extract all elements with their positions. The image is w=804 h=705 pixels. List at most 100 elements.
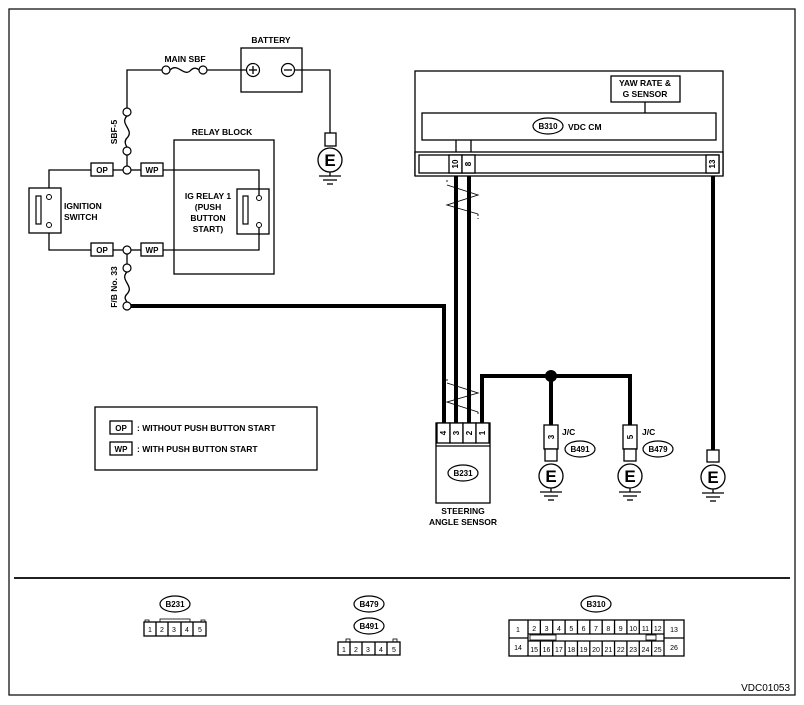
b491-face-pin: 2	[354, 647, 358, 654]
b231-face-label: B231	[165, 600, 185, 609]
vdc-cm-connector-label: B310	[538, 122, 558, 131]
b310-face-pin: 23	[629, 647, 637, 654]
wp-tag-bottom: WP	[140, 242, 164, 257]
b310-face-pin: 13	[670, 627, 678, 634]
jc-b479: 5 J/C B479 E	[617, 424, 674, 501]
b310-face-pin: 6	[582, 626, 586, 633]
b310-face-pin: 18	[567, 647, 575, 654]
main-sbf-fuse: MAIN SBF	[161, 54, 208, 75]
steering-pin-3: 3	[452, 430, 461, 435]
b310-face-pin: 25	[654, 647, 662, 654]
fb33-label: F/B No. 33	[109, 266, 119, 308]
ig-relay-label-3: BUTTON	[190, 213, 225, 223]
b310-face-pin: 12	[654, 626, 662, 633]
ig-relay-label-2: (PUSH	[195, 202, 221, 212]
wp-label: WP	[146, 246, 160, 255]
diagram-id: VDC01053	[741, 683, 790, 694]
b310-face-pin: 3	[545, 626, 549, 633]
b479-face-label: B479	[359, 600, 379, 609]
b310-face-pin: 17	[555, 647, 563, 654]
steering-pin-1: 1	[478, 430, 487, 435]
b310-face-pin: 11	[642, 626, 649, 633]
b479-pin: 5	[626, 434, 635, 439]
steering-angle-sensor: 4 3 2 1 B231 STEERING ANGLE SENSOR	[429, 422, 497, 527]
wp-label: WP	[146, 166, 160, 175]
jc-b479-label: J/C	[642, 427, 655, 437]
steering-pin-2: 2	[465, 430, 474, 435]
b231-face-pin: 4	[185, 627, 189, 634]
op-label: OP	[96, 246, 108, 255]
jc-b491-connector: B491	[570, 445, 590, 454]
ground-label: E	[624, 467, 635, 486]
b310-face-pin: 22	[617, 647, 625, 654]
b310-face-pin: 15	[530, 647, 538, 654]
op-tag-top: OP	[90, 162, 114, 177]
b491-pin: 3	[547, 434, 556, 439]
ground-label: E	[324, 151, 335, 170]
b310-face-pin: 24	[642, 647, 650, 654]
legend: OP : WITHOUT PUSH BUTTON START WP : WITH…	[94, 406, 318, 471]
steering-pin-4: 4	[439, 430, 448, 435]
ground-vdc: E	[700, 449, 726, 502]
battery-label: BATTERY	[251, 35, 291, 45]
b310-face-label: B310	[586, 600, 606, 609]
b310-face-pin: 5	[569, 626, 573, 633]
ig-relay-label-4: START)	[193, 224, 224, 234]
battery: BATTERY	[240, 35, 303, 93]
legend-op-tag: OP	[115, 424, 127, 433]
b310-face-pin: 8	[606, 626, 610, 633]
legend-wp-text: : WITH PUSH BUTTON START	[137, 444, 258, 454]
wp-tag-top: WP	[140, 162, 164, 177]
yaw-sensor-label-2: G SENSOR	[623, 89, 668, 99]
steering-label-2: ANGLE SENSOR	[429, 517, 497, 527]
legend-wp-tag: WP	[115, 445, 129, 454]
ground-label: E	[707, 468, 718, 487]
b310-face-pin: 7	[594, 626, 598, 633]
vdc-cm-label: VDC CM	[568, 122, 602, 132]
jc-b491: 3 J/C B491 E	[538, 424, 596, 501]
b231-face-pin: 5	[198, 627, 202, 634]
vdc-pin-8: 8	[464, 161, 473, 166]
ignition-switch-label-2: SWITCH	[64, 212, 98, 222]
b310-face-pin: 4	[557, 626, 561, 633]
diagram-border	[8, 8, 796, 696]
ig-relay-label-1: IG RELAY 1	[185, 191, 232, 201]
steering-connector-label: B231	[453, 469, 473, 478]
b310-face-pin: 16	[543, 647, 551, 654]
sbf5-label: SBF-5	[109, 119, 119, 144]
vdc-cm: YAW RATE & G SENSOR B310 VDC CM 10 8 13	[414, 70, 724, 177]
b310-face-pin: 14	[514, 645, 522, 652]
b231-face-pin: 3	[172, 627, 176, 634]
ignition-switch: IGNITION SWITCH	[28, 187, 102, 234]
sbf5-fuse: SBF-5	[109, 107, 132, 156]
connector-face-b231: B231 1 2 3 4 5	[143, 595, 207, 637]
jc-b479-connector: B479	[648, 445, 668, 454]
b310-face-pin: 9	[619, 626, 623, 633]
b310-face-pin: 2	[532, 626, 536, 633]
op-tag-bottom: OP	[90, 242, 114, 257]
ground-label: E	[545, 467, 556, 486]
jc-b491-label: J/C	[562, 427, 575, 437]
b310-face-pin: 20	[592, 647, 600, 654]
b491-face-pin: 4	[379, 647, 383, 654]
yaw-sensor-label-1: YAW RATE &	[619, 78, 671, 88]
b491-face-label: B491	[359, 622, 379, 631]
main-sbf-label: MAIN SBF	[164, 54, 205, 64]
connector-face-b479-b491: B479 B491 1 2 3 4 5	[337, 595, 401, 656]
splice-node	[545, 370, 557, 382]
relay-block: RELAY BLOCK IG RELAY 1 (PUSH BUTTON STAR…	[173, 127, 275, 275]
b310-face-pin: 21	[604, 647, 612, 654]
relay-block-label: RELAY BLOCK	[192, 127, 253, 137]
b310-face-pin: 1	[516, 627, 520, 634]
steering-label-1: STEERING	[441, 506, 485, 516]
b310-face-pin: 10	[629, 626, 637, 633]
fb33-fuse: F/B No. 33	[109, 263, 132, 311]
twisted-pair-bottom	[445, 379, 480, 416]
ground-battery: E	[317, 132, 343, 185]
op-label: OP	[96, 166, 108, 175]
b231-face-pin: 1	[148, 627, 152, 634]
b491-face-pin: 3	[366, 647, 370, 654]
b231-face-pin: 2	[160, 627, 164, 634]
